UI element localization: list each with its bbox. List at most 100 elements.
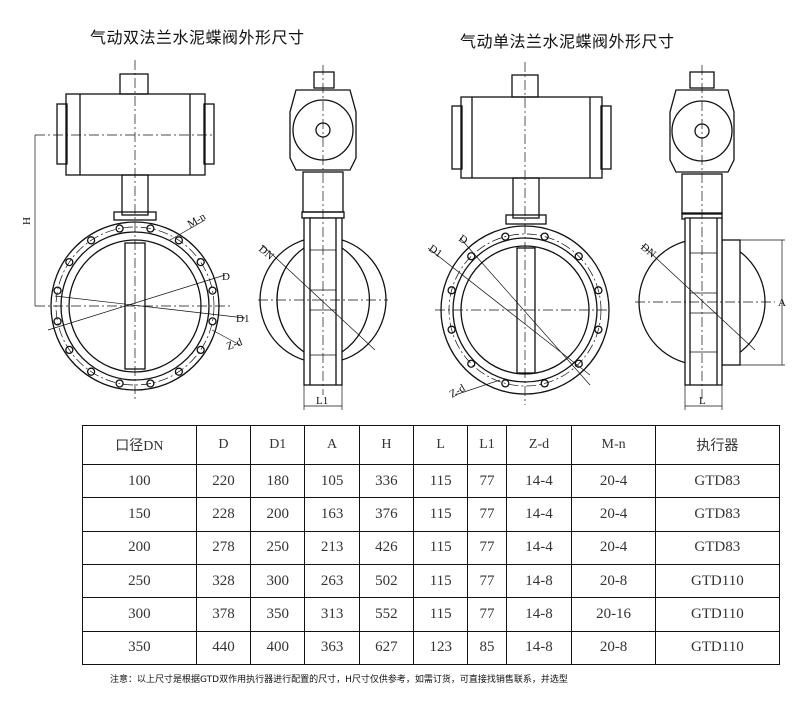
table-cell: 77 [467,530,507,565]
bolt-hole [594,325,603,334]
title-double-flange: 气动双法兰水泥蝶阀外形尺寸 [90,28,305,47]
table-cell: 300 [250,563,306,599]
actuator-end-cap-right [203,103,215,165]
table-cell: 263 [304,563,360,599]
table-cell: 20-4 [571,530,656,565]
bolt-hole [196,345,205,355]
title-single-flange: 气动单法兰水泥蝶阀外形尺寸 [460,32,675,51]
table-cell: GTD110 [654,563,781,599]
label-d: D [222,271,230,283]
table-cell: 220 [195,463,252,499]
label-a: A [778,297,786,309]
header-cell: 口径DN [82,425,197,465]
header-cell: M-n [571,425,656,465]
label-zd: Z-d [225,336,244,353]
bolt-hole [146,379,155,388]
double-flange-side-view: DN L1 [256,65,388,410]
table-cell: 100 [82,463,197,499]
header-cell: H [358,425,415,465]
bolt-hole [467,359,476,368]
flange-bolt-holes-2 [447,232,603,388]
valve-disc-2 [516,247,536,374]
table-cell: 20-4 [571,463,656,499]
table-cell: 14-8 [505,563,573,599]
bolt-hole [65,257,74,267]
table-cell: 400 [250,630,306,666]
bolt-hole [501,232,510,241]
table-cell: 14-4 [505,463,573,499]
actuator-body-2 [460,96,603,179]
table-cell: GTD83 [654,530,781,565]
bolt-hole [540,379,549,388]
table-cell: 115 [413,597,469,632]
table-cell: GTD83 [654,463,781,499]
table-cell: 440 [195,630,252,666]
header-cell: A [304,425,360,465]
table-cell: 14-4 [505,497,573,532]
table-cell: 278 [195,530,252,565]
bolt-hole [65,345,74,355]
table-cell: 14-8 [505,597,573,632]
bolt-hole [540,232,549,241]
label-d1: D1 [236,313,249,325]
bolt-hole [53,317,62,326]
table-cell: 77 [467,497,507,532]
single-flange-side-view: DN A L [635,65,786,410]
bolt-hole [115,224,124,233]
bolt-hole [196,257,205,267]
table-cell: 552 [358,597,415,632]
table-cell: 14-4 [505,530,573,565]
label-zd-2: Z-d [448,382,468,401]
table-cell: 228 [195,497,252,532]
bolt-hole [86,367,96,376]
table-cell: 363 [304,630,360,666]
bolt-hole [115,379,124,388]
label-dn-1: DN [256,243,276,262]
table-cell: 150 [82,497,197,532]
bolt-hole [174,236,184,245]
table-cell: 350 [82,630,197,666]
table-cell: 115 [413,563,469,599]
bolt-hole [53,286,62,295]
header-cell: L1 [467,425,507,465]
actuator-end-cap-left [56,103,68,165]
bolt-hole [174,367,184,376]
bolt-hole [208,286,217,295]
table-cell: 77 [467,563,507,599]
table-cell: 250 [82,563,197,599]
header-cell: D1 [250,425,306,465]
bolt-hole [146,224,155,233]
table-cell: 627 [358,630,415,666]
table-cell: 350 [250,597,306,632]
table-cell: 313 [304,597,360,632]
bolt-hole [86,236,96,245]
flange-bolt-holes [53,224,217,388]
label-l1: L1 [316,395,328,407]
table-cell: 336 [358,463,415,499]
table-cell: 85 [467,630,507,666]
table-cell: 200 [250,497,306,532]
table-cell: GTD110 [654,597,781,632]
table-cell: 115 [413,497,469,532]
actuator-body [65,93,206,176]
table-cell: 502 [358,563,415,599]
table-cell: 115 [413,463,469,499]
table-cell: 14-8 [505,630,573,666]
table-cell: 378 [195,597,252,632]
valve-drawings: H M-n D D1 Z-d DN L1 D1 D Z-d [21,60,786,410]
table-cell: 20-4 [571,497,656,532]
bolt-hole [447,325,456,334]
table-cell: 250 [250,530,306,565]
header-cell: L [413,425,469,465]
bolt-hole [208,317,217,326]
table-cell: 77 [467,597,507,632]
table-cell: 300 [82,597,197,632]
bolt-hole [467,252,476,261]
